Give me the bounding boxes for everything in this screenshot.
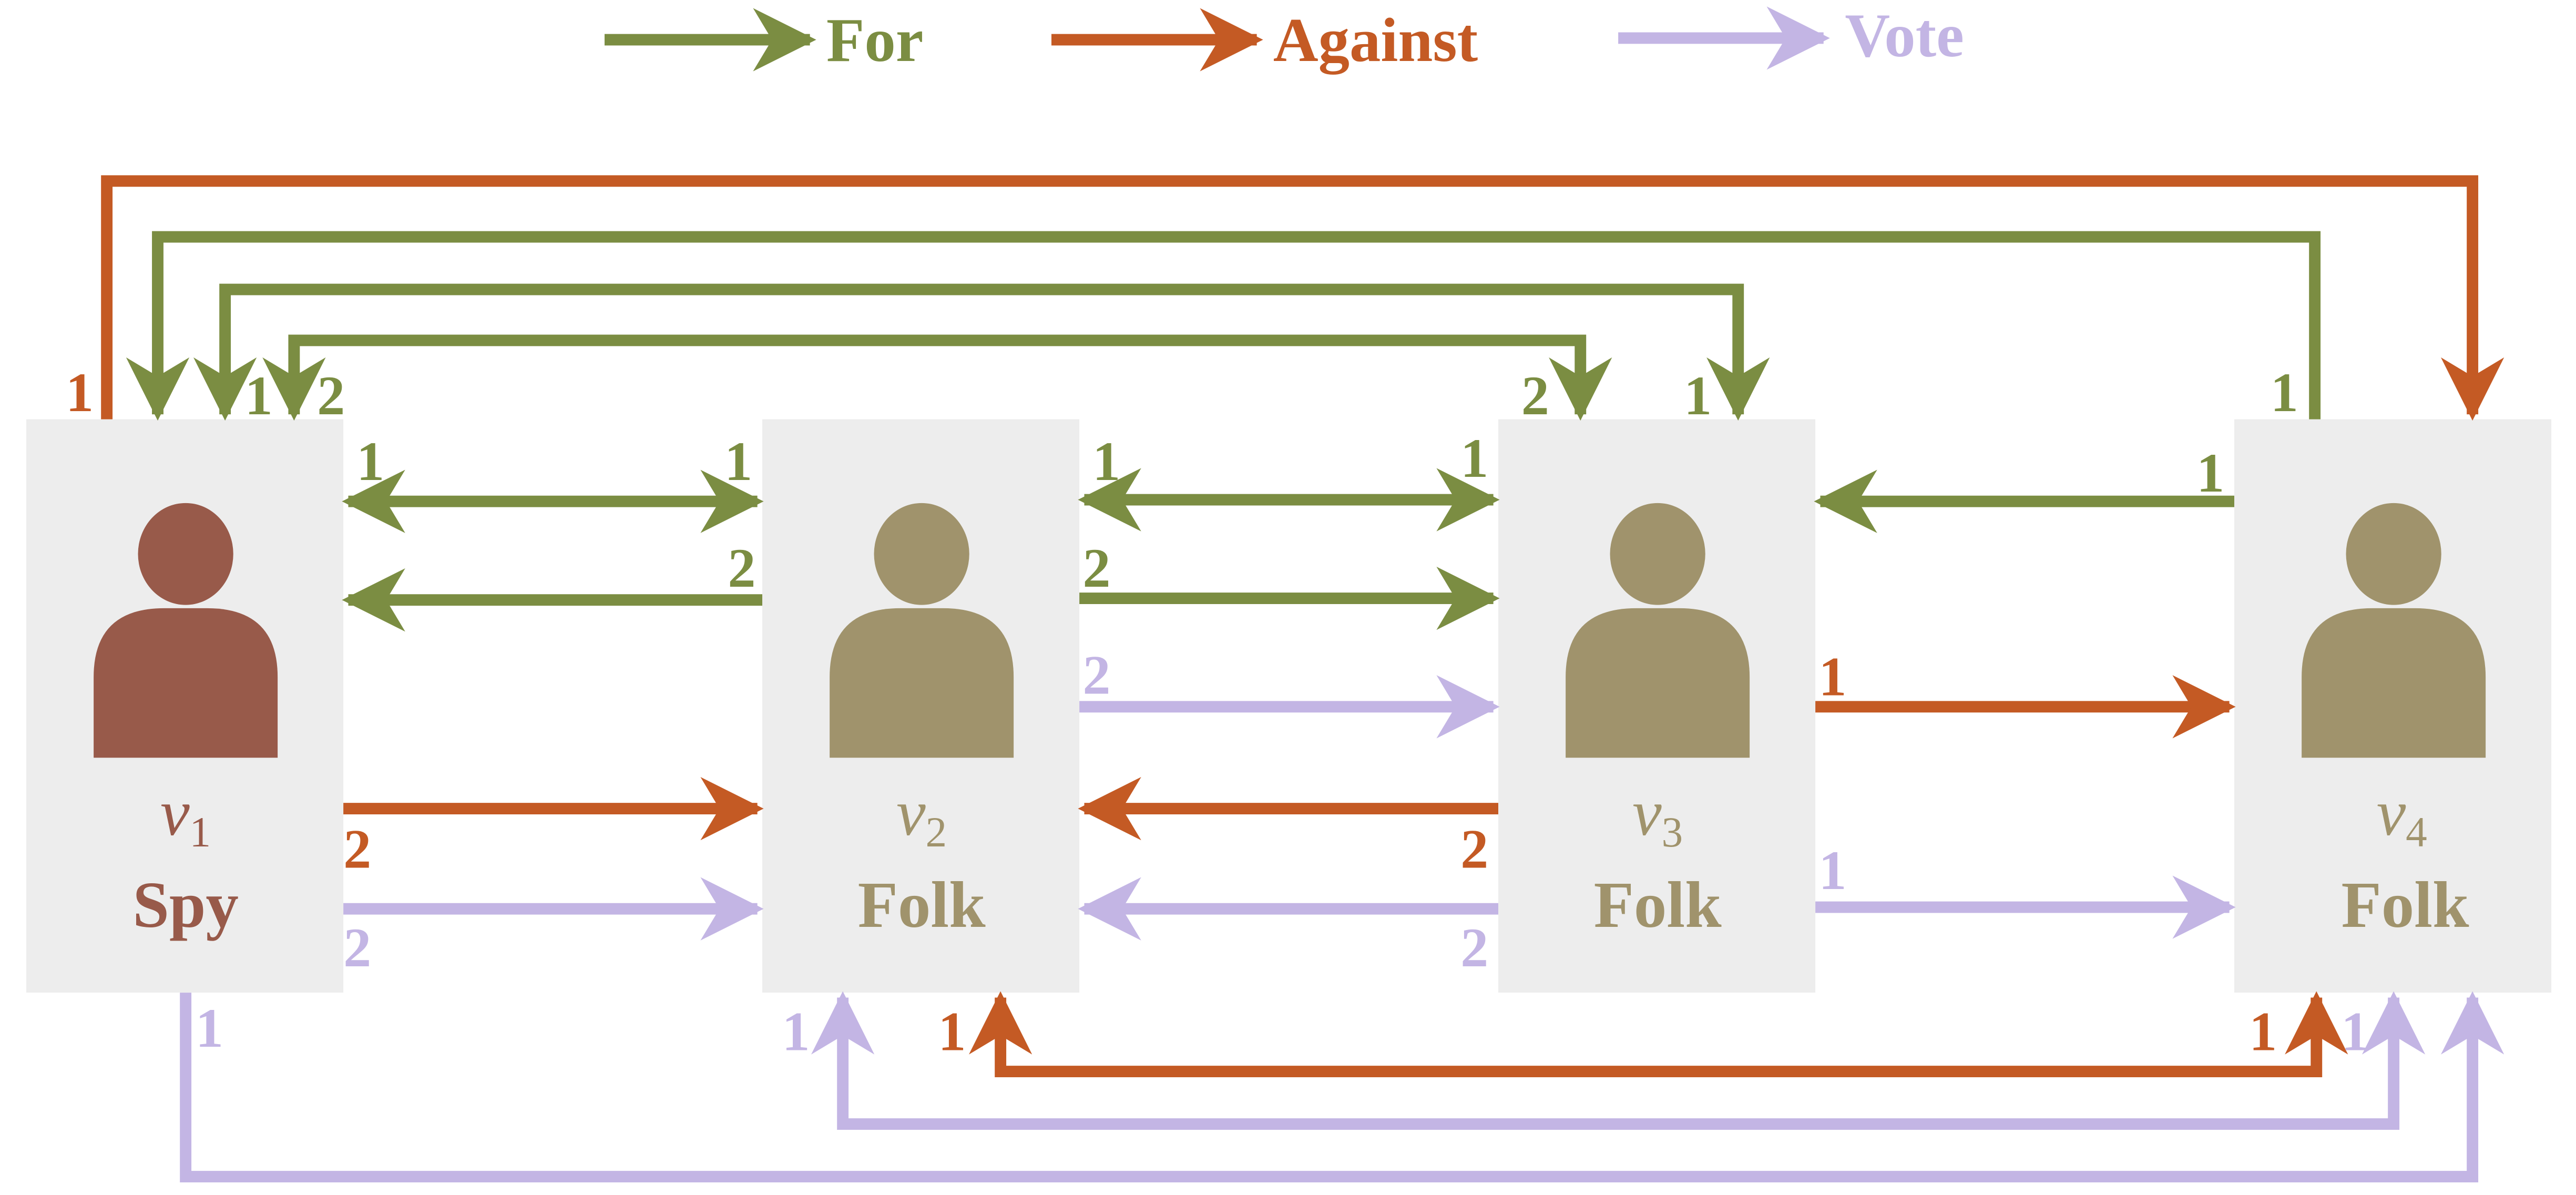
legend: For Against Vote	[605, 1, 1964, 75]
edge-against-v1-v4	[101, 175, 2505, 421]
node-v4: v4 Folk	[2234, 419, 2552, 993]
edge-label: 1	[196, 997, 223, 1059]
edge-label: 1	[938, 1000, 966, 1062]
node-v3: v3 Folk	[1498, 419, 1816, 993]
legend-for-label: For	[826, 5, 924, 75]
node-label: v3	[1632, 777, 1683, 856]
legend-item-for: For	[605, 5, 924, 75]
edge-vote-v2-v4	[811, 991, 2426, 1130]
edge-label: 1	[245, 364, 273, 426]
edge-label: 2	[1082, 537, 1110, 599]
node-label: v1	[160, 777, 211, 856]
node-role: Folk	[1594, 869, 1722, 942]
edge-label: 1	[1460, 427, 1488, 489]
person-icon	[830, 503, 1014, 758]
node-v2: v2 Folk	[762, 419, 1080, 993]
edge-for-v3-v1	[262, 334, 1612, 421]
legend-item-against: Against	[1051, 5, 1478, 75]
edge-label: 2	[1460, 916, 1488, 978]
person-icon	[94, 503, 278, 758]
edge-label: 1	[1684, 364, 1712, 426]
edge-label: 2	[1521, 364, 1549, 426]
node-v1: v1 Spy	[26, 419, 344, 993]
edge-label: 1	[2271, 361, 2298, 423]
person-icon	[2302, 503, 2486, 758]
edge-label: 1	[2196, 442, 2224, 504]
node-label: v4	[2377, 777, 2427, 856]
edge-label: 1	[2341, 1000, 2369, 1062]
edges	[101, 175, 2505, 1182]
person-icon	[1566, 503, 1750, 758]
edge-against-v2-v4	[968, 991, 2348, 1077]
edge-for-v1-v3	[193, 283, 1770, 421]
edge-label: 2	[317, 364, 345, 426]
edge-label: 1	[66, 361, 94, 423]
node-role: Folk	[2341, 869, 2469, 942]
legend-against-label: Against	[1273, 5, 1478, 75]
edge-label: 2	[728, 537, 755, 599]
edge-label: 2	[1460, 818, 1488, 880]
edge-label: 1	[1818, 839, 1846, 901]
node-role: Folk	[858, 869, 986, 942]
edge-label: 1	[724, 430, 752, 492]
edge-label: 1	[782, 1000, 810, 1062]
edge-label: 2	[343, 818, 371, 880]
legend-item-vote: Vote	[1618, 1, 1964, 70]
edge-for-v4-v1	[126, 231, 2321, 421]
legend-vote-label: Vote	[1845, 1, 1964, 70]
node-label: v2	[896, 777, 947, 856]
edge-label: 1	[1092, 430, 1120, 492]
edge-labels: 1 1 2 1 1 2 2 1 1 2 2 2 2 1 1 1 1 1 2 2 …	[66, 361, 2369, 1063]
edge-vote-v1-v4	[180, 991, 2505, 1182]
edge-label: 1	[356, 430, 384, 492]
edge-label: 1	[1818, 645, 1846, 707]
node-role: Spy	[132, 869, 239, 942]
edge-label: 1	[2249, 1000, 2277, 1062]
edge-label: 2	[1082, 644, 1110, 706]
edge-label: 2	[343, 916, 371, 978]
